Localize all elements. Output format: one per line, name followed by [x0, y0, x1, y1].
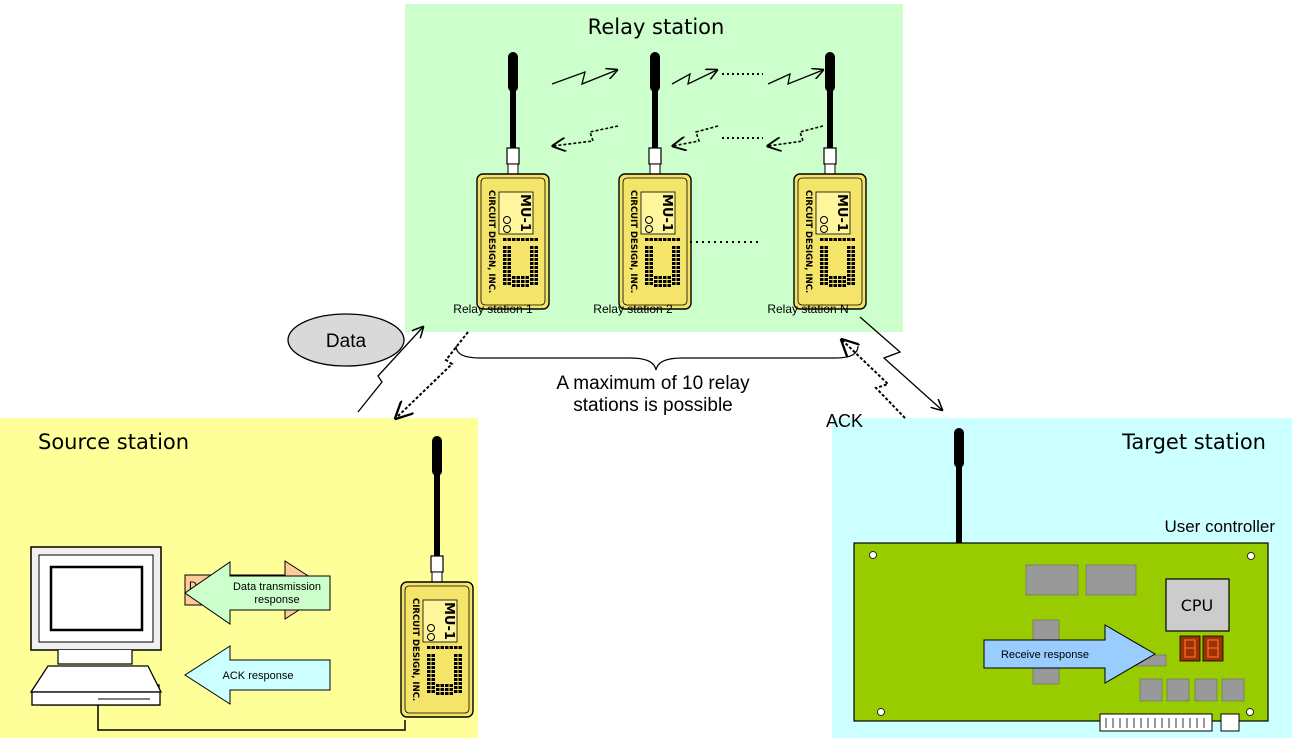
wireless-signal-icon: [396, 331, 469, 418]
relay-station-1-label: Relay station 1: [453, 302, 533, 316]
wireless-signal-icon: [551, 70, 617, 86]
relay-station-2-label: Relay station 2: [593, 302, 673, 316]
computer-icon: [29, 546, 163, 706]
wireless-signal-icon: [673, 125, 719, 146]
data-transmission-response-arrow: [184, 561, 331, 625]
radio-module-icon: MU-1 CIRCUIT DESIGN, INC.: [476, 52, 550, 310]
radio-module-icon: MU-1 CIRCUIT DESIGN, INC.: [618, 52, 692, 310]
wireless-forward-signals: [551, 70, 823, 86]
wireless-return-signals: [553, 125, 824, 146]
ack-response-label: ACK response: [223, 670, 294, 682]
antenna-icon: [825, 52, 835, 92]
svg-text:CIRCUIT DESIGN, INC.: CIRCUIT DESIGN, INC.: [803, 190, 813, 293]
svg-text:CIRCUIT DESIGN, INC.: CIRCUIT DESIGN, INC.: [486, 190, 496, 293]
ack-response-arrow: [184, 645, 331, 705]
user-controller-board: [853, 542, 1269, 732]
radio-module-icon: MU-1 CIRCUIT DESIGN, INC.: [400, 436, 474, 718]
data-bubble: [287, 313, 405, 367]
antenna-icon: [954, 428, 964, 468]
svg-text:MU-1: MU-1: [517, 194, 532, 232]
cpu-label: CPU: [1181, 596, 1214, 615]
ack-label: ACK: [826, 411, 863, 431]
user-controller-label: User controller: [1164, 517, 1275, 536]
svg-text:CIRCUIT DESIGN, INC.: CIRCUIT DESIGN, INC.: [410, 598, 420, 701]
antenna-icon: [432, 436, 442, 476]
wireless-signal-icon: [859, 316, 942, 410]
svg-text:MU-1: MU-1: [441, 602, 456, 640]
svg-text:MU-1: MU-1: [834, 194, 849, 232]
receive-response-arrow: [983, 624, 1156, 684]
radio-module-icon: MU-1 CIRCUIT DESIGN, INC.: [793, 52, 867, 310]
wireless-signal-icon: [671, 70, 717, 86]
wireless-signal-icon: [842, 340, 906, 419]
source-station-title: Source station: [38, 430, 189, 454]
antenna-icon: [650, 52, 660, 92]
target-station-title: Target station: [1121, 430, 1266, 454]
relay-station-n-label: Relay station N: [767, 302, 848, 316]
receive-response-label: Receive response: [1001, 649, 1089, 661]
cpu-chip-icon: [1165, 578, 1230, 632]
relay-station-title: Relay station: [588, 15, 725, 39]
data-bubble-label: Data: [326, 331, 367, 352]
antenna-icon: [508, 52, 518, 92]
wireless-signal-icon: [768, 125, 824, 146]
serial-cable: [97, 705, 406, 731]
svg-text:CIRCUIT DESIGN, INC.: CIRCUIT DESIGN, INC.: [628, 190, 638, 293]
relay-count-brace: [455, 345, 859, 371]
wireless-signal-icon: [357, 327, 423, 413]
wireless-signal-icon: [767, 70, 823, 86]
svg-text:MU-1: MU-1: [659, 194, 674, 232]
